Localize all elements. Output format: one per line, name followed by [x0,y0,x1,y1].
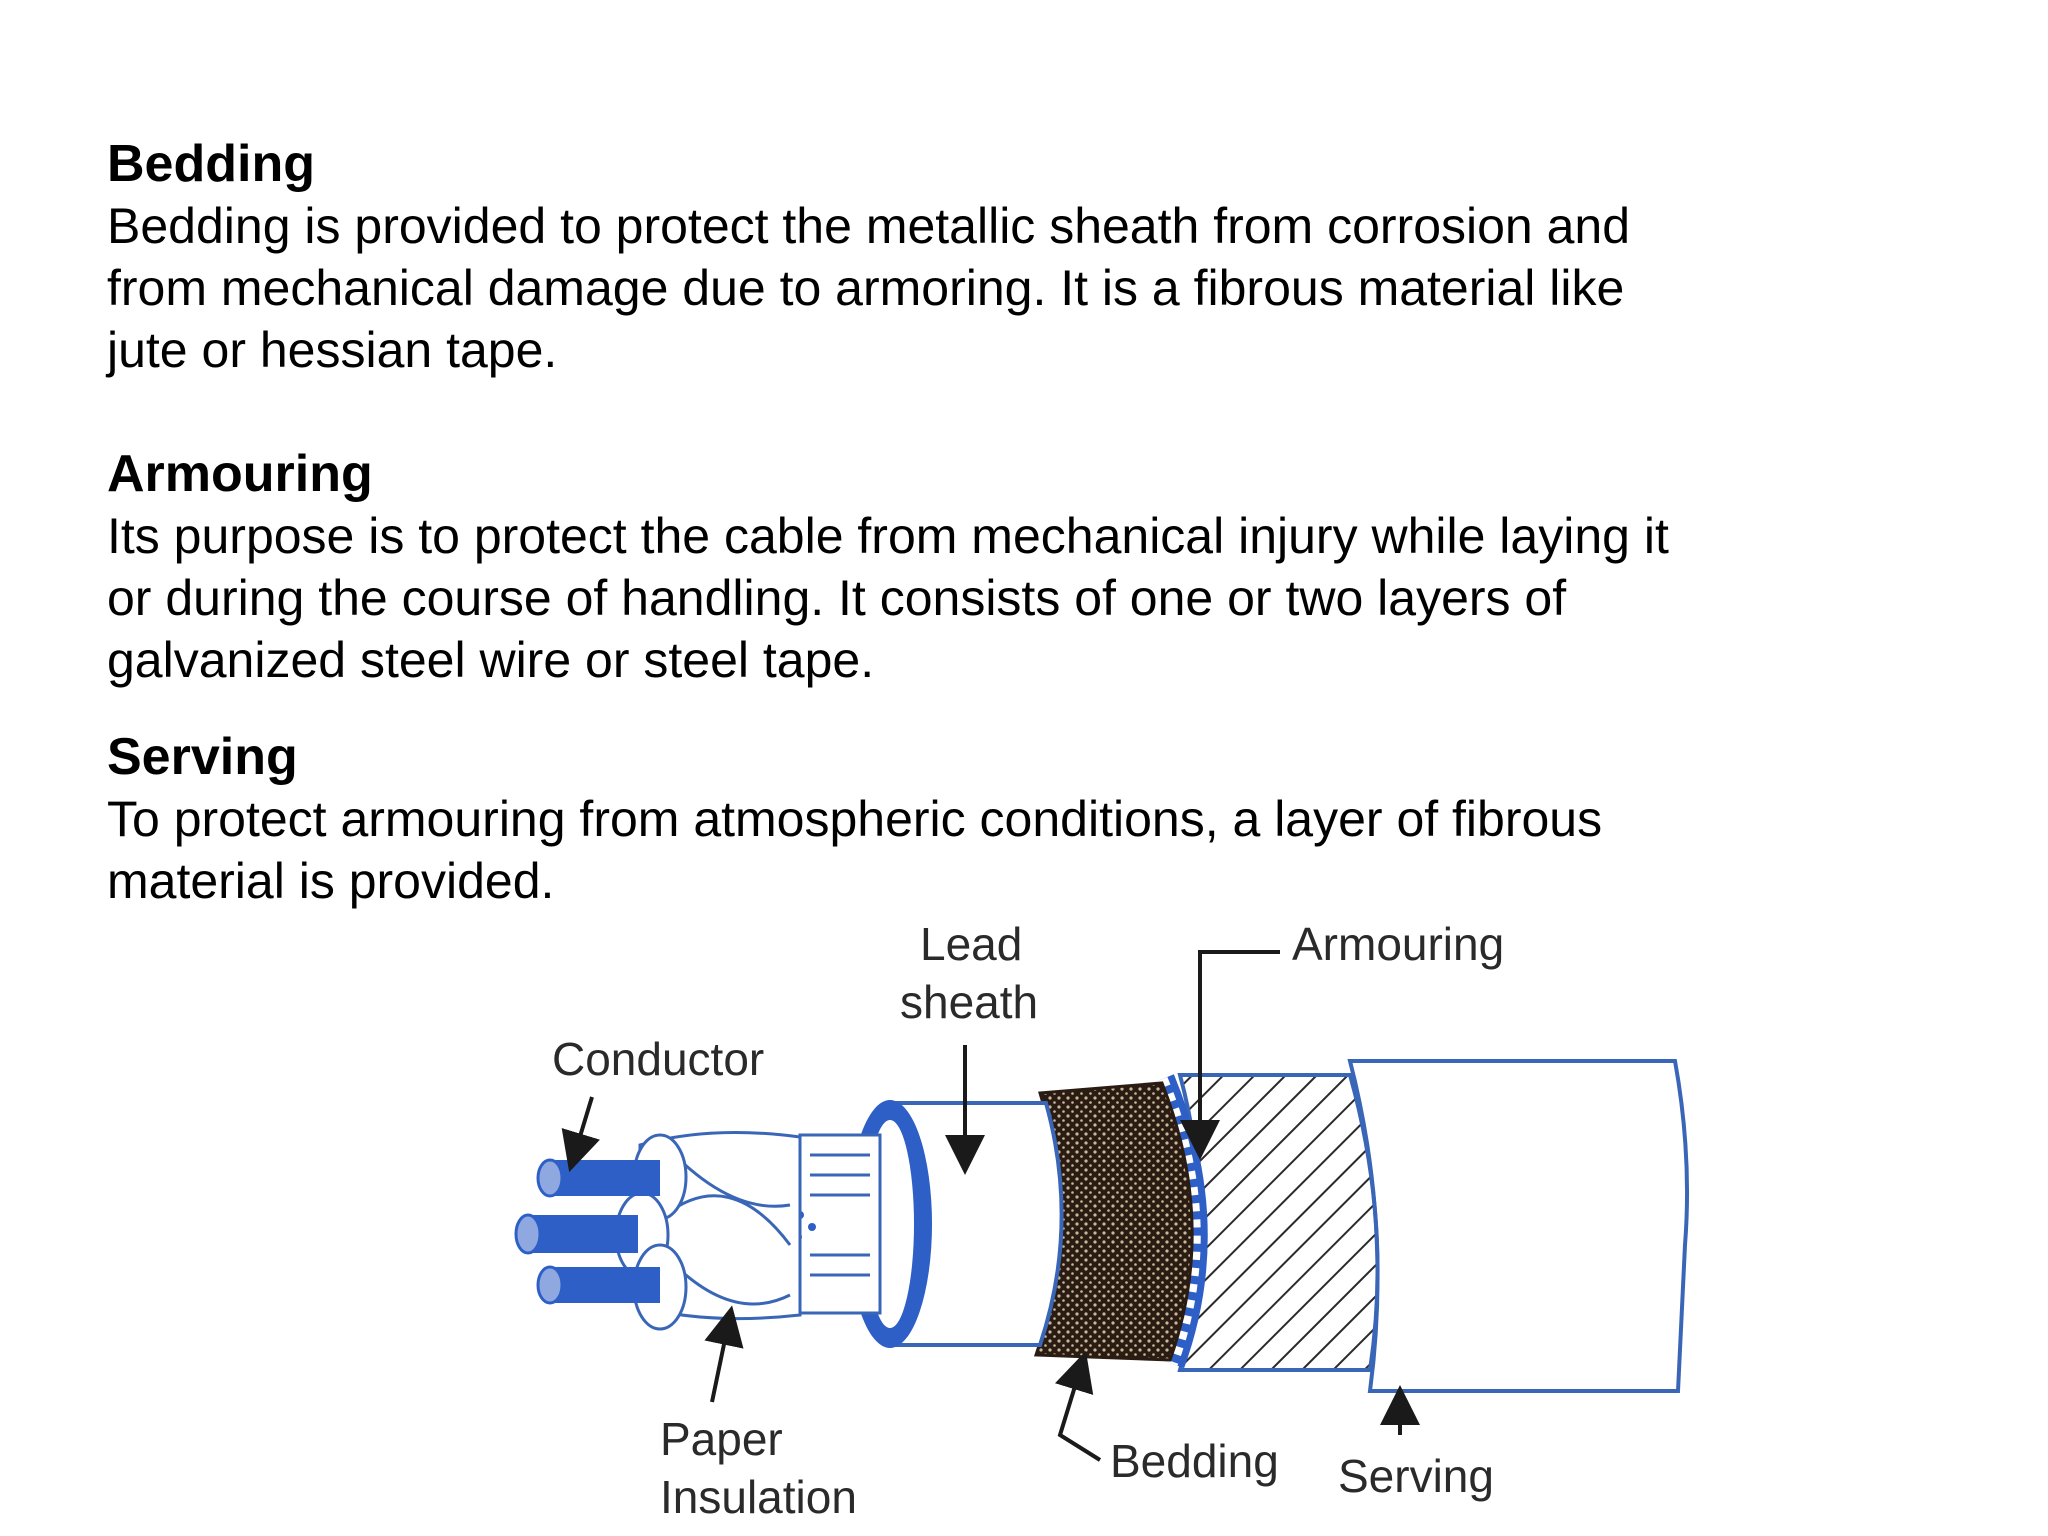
label-paper-line-1: Paper [660,1413,783,1465]
label-bedding: Bedding [1110,1435,1279,1487]
section-armouring: Armouring Its purpose is to protect the … [107,443,1807,691]
label-conductor: Conductor [552,1033,764,1085]
para-bedding-line-3: jute or hessian tape. [107,322,558,378]
section-serving: Serving To protect armouring from atmosp… [107,726,1807,912]
para-serving-line-1: To protect armouring from atmospheric co… [107,791,1603,847]
leader-arrows [561,950,1420,1462]
label-paper-line-2: Insulation [660,1471,857,1523]
label-serving: Serving [1338,1450,1494,1502]
armouring-layer [1177,1073,1380,1372]
heading-serving: Serving [107,728,298,786]
section-bedding: Bedding Bedding is provided to protect t… [107,133,1807,381]
label-lead-line-1: Lead [920,918,1022,970]
label-lead-line-2: sheath [900,976,1038,1028]
para-armouring-line-2: or during the course of handling. It con… [107,570,1567,626]
para-armouring-line-3: galvanized steel wire or steel tape. [107,632,875,688]
cable-cross-section-diagram: Conductor Lead sheath Armouring Paper In… [514,918,1690,1523]
label-armouring: Armouring [1292,918,1504,970]
para-bedding-line-2: from mechanical damage due to armoring. … [107,260,1625,316]
serving-layer [1347,1059,1690,1393]
para-bedding-line-1: Bedding is provided to protect the metal… [107,198,1631,254]
para-armouring-line-1: Its purpose is to protect the cable from… [107,508,1669,564]
para-serving-line-2: material is provided. [107,853,555,909]
heading-bedding: Bedding [107,135,315,193]
heading-armouring: Armouring [107,445,373,503]
paper-insulation [614,1131,882,1331]
